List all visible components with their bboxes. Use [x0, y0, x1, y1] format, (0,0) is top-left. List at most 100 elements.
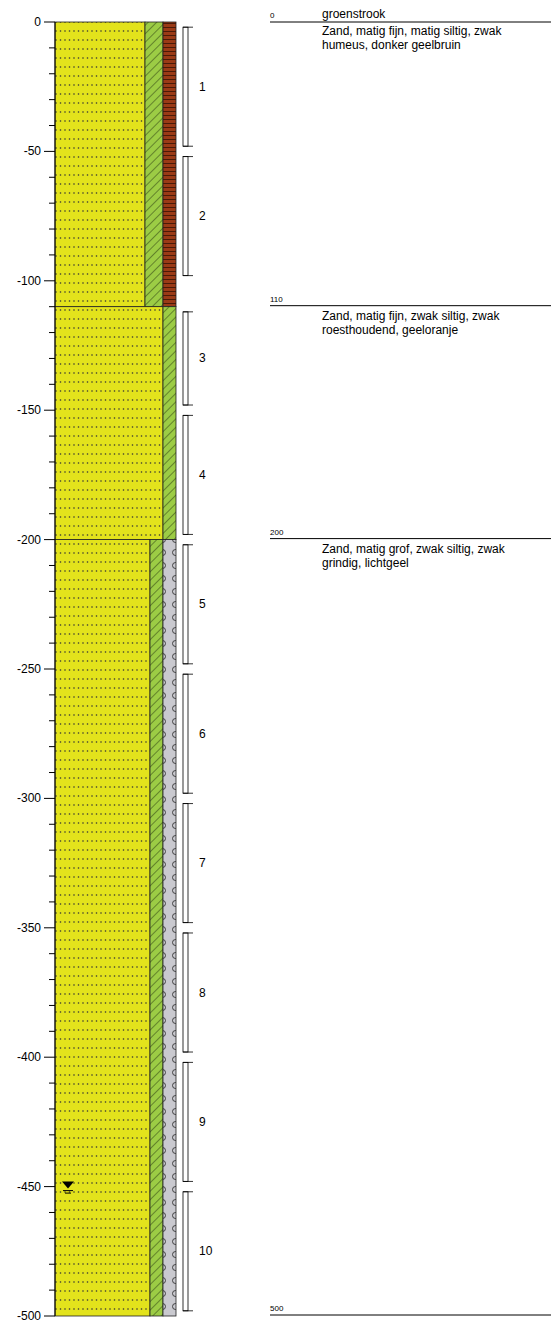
axis-tick [49, 694, 55, 695]
axis-tick [49, 850, 55, 851]
axis-tick [49, 436, 55, 437]
layer-line [270, 305, 551, 306]
axis-tick [49, 487, 55, 488]
sample-bracket [183, 933, 193, 1052]
sample-bracket [183, 312, 193, 405]
axis-tick [49, 358, 55, 359]
axis-tick [44, 669, 55, 670]
layer-line [270, 1315, 551, 1316]
axis-tick [49, 203, 55, 204]
callout-number: 6 [199, 727, 206, 741]
sample-bracket [183, 157, 193, 276]
axis-tick [44, 22, 55, 23]
callout-number: 10 [199, 1244, 212, 1258]
axis-tick [49, 876, 55, 877]
layer-description: Zand, matig grof, zwak siltig, zwak grin… [322, 542, 544, 570]
axis-tick [49, 1212, 55, 1213]
groundwater-symbol [62, 1182, 74, 1194]
depth-label: -300 [17, 791, 41, 805]
depth-label: -50 [24, 144, 41, 158]
layer-description: Zand, matig fijn, zwak siltig, zwak roes… [322, 309, 544, 337]
depth-label: -500 [17, 1309, 41, 1323]
axis-tick [49, 1031, 55, 1032]
axis-tick [49, 720, 55, 721]
sample-bracket [183, 804, 193, 923]
axis-tick [49, 953, 55, 954]
depth-label: -200 [17, 533, 41, 547]
axis-tick [49, 1290, 55, 1291]
depth-label: -150 [17, 403, 41, 417]
sample-bracket [183, 1192, 193, 1311]
layer-line [270, 538, 551, 539]
axis-tick [49, 306, 55, 307]
callout-number: 2 [199, 209, 206, 223]
axis-tick [44, 1057, 55, 1058]
axis-tick [49, 229, 55, 230]
axis-tick [49, 1238, 55, 1239]
depth-label: -250 [17, 662, 41, 676]
axis-tick [44, 1186, 55, 1187]
callout-number: 4 [199, 468, 206, 482]
axis-tick [44, 1316, 55, 1317]
surface-label: groenstrook [322, 7, 385, 21]
soil-layer [55, 540, 150, 1316]
axis-tick [44, 151, 55, 152]
depth-label: -350 [17, 921, 41, 935]
callout-number: 3 [199, 351, 206, 365]
axis-tick [49, 332, 55, 333]
sample-bracket [183, 415, 193, 534]
axis-tick [49, 643, 55, 644]
sample-bracket [183, 545, 193, 664]
depth-label: -400 [17, 1050, 41, 1064]
soil-layer [55, 307, 163, 540]
callout-number: 7 [199, 856, 206, 870]
sample-bracket [183, 27, 193, 146]
depth-value: 200 [270, 528, 283, 537]
layer-description: Zand, matig fijn, matig siltig, zwak hum… [322, 24, 544, 52]
axis-tick [49, 99, 55, 100]
axis-tick [49, 1083, 55, 1084]
axis-tick [49, 565, 55, 566]
soil-layer [163, 540, 176, 1316]
axis-tick [44, 280, 55, 281]
sample-bracket [183, 1062, 193, 1181]
axis-tick [49, 617, 55, 618]
depth-value: 110 [270, 295, 283, 304]
axis-tick [49, 824, 55, 825]
axis-tick [49, 384, 55, 385]
axis-tick [49, 1108, 55, 1109]
layer-line [270, 22, 551, 23]
axis-tick [49, 591, 55, 592]
axis-tick [49, 1160, 55, 1161]
axis-tick [49, 125, 55, 126]
sample-bracket [183, 674, 193, 793]
axis-tick [49, 513, 55, 514]
soil-layer [163, 307, 176, 540]
axis-tick [49, 461, 55, 462]
callout-number: 5 [199, 597, 206, 611]
soil-layer [150, 540, 163, 1316]
soil-layer [145, 22, 163, 307]
axis-tick [44, 927, 55, 928]
depth-value: 0 [270, 11, 274, 20]
axis-tick [44, 798, 55, 799]
depth-label: 0 [34, 15, 41, 29]
depth-label: -100 [17, 274, 41, 288]
axis-tick [49, 979, 55, 980]
axis-tick [49, 177, 55, 178]
axis-tick [44, 539, 55, 540]
soil-layer [55, 22, 145, 307]
callout-number: 9 [199, 1115, 206, 1129]
axis-tick [49, 254, 55, 255]
axis-tick [49, 1134, 55, 1135]
depth-label: -450 [17, 1180, 41, 1194]
callout-number: 1 [199, 80, 206, 94]
depth-value: 500 [270, 1304, 283, 1313]
callout-number: 8 [199, 986, 206, 1000]
axis-tick [49, 73, 55, 74]
soil-layer [163, 22, 176, 307]
axis-tick [49, 47, 55, 48]
axis-tick [49, 901, 55, 902]
axis-tick [49, 746, 55, 747]
